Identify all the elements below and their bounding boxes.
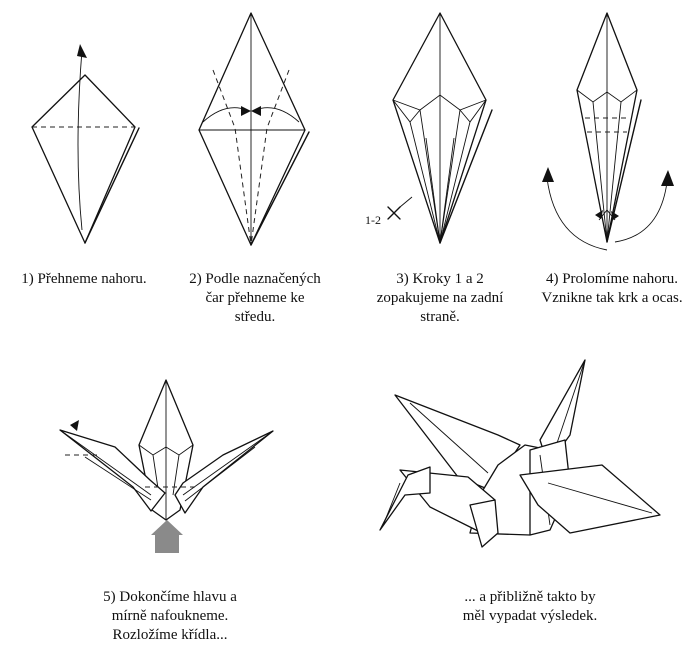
caption-line: mírně nafoukneme.	[111, 608, 229, 624]
step-2-caption: 2) Podle naznačených čar přehneme ke stř…	[170, 270, 340, 327]
caption-line: Rozložíme křídla...	[112, 627, 228, 643]
step-1-fold-drawing	[31, 44, 140, 244]
caption-line: 5) Dokončíme hlavu a	[103, 589, 237, 605]
push-up-arrow-icon	[151, 520, 183, 553]
step-6-caption: ... a přibližně takto by měl vypadat výs…	[440, 588, 620, 626]
caption-line: měl vypadat výsledek.	[462, 608, 598, 624]
step-2-diagram	[195, 10, 315, 250]
step-4-diagram	[535, 10, 685, 251]
fold-marker-icon	[70, 420, 79, 431]
step-4-caption: 4) Prolomíme nahoru. Vznikne tak krk a o…	[528, 270, 696, 308]
repeat-x-icon	[387, 196, 413, 220]
final-crane-diagram	[370, 355, 670, 565]
step-5-diagram	[55, 375, 295, 575]
arrow-left-icon	[251, 106, 261, 116]
step-3-caption: 3) Kroky 1 a 2 zopakujeme na zadní stran…	[360, 270, 520, 327]
step-2-fold-drawing	[198, 12, 310, 246]
caption-line: Vznikne tak krk a ocas.	[541, 290, 683, 306]
crane-drawing	[379, 359, 661, 548]
caption-line: straně.	[420, 309, 460, 325]
caption-line: středu.	[234, 309, 276, 325]
repeat-label: 1-2	[365, 213, 381, 227]
caption-line: 4) Prolomíme nahoru.	[545, 271, 679, 287]
arrow-up-right-icon	[661, 170, 674, 186]
caption-line: 1) Přehneme nahoru.	[21, 271, 147, 287]
step-5-fold-drawing	[59, 379, 274, 553]
caption-line: zopakujeme na zadní	[376, 290, 504, 306]
arrow-right-icon	[241, 106, 251, 116]
caption-line: ... a přibližně takto by	[464, 589, 596, 605]
step-3-repeat-marker: 1-2	[360, 195, 420, 235]
step-1-diagram	[25, 40, 145, 250]
caption-line: 3) Kroky 1 a 2	[396, 271, 484, 287]
step-3-fold-drawing	[392, 12, 493, 244]
step-1-caption: 1) Přehneme nahoru.	[4, 270, 164, 289]
step-5-caption: 5) Dokončíme hlavu a mírně nafoukneme. R…	[85, 588, 255, 645]
arrow-up-left-icon	[542, 167, 554, 182]
arrow-up-icon	[77, 44, 87, 58]
step-4-fold-drawing	[542, 12, 674, 251]
caption-line: čar přehneme ke	[205, 290, 305, 306]
caption-line: 2) Podle naznačených	[189, 271, 321, 287]
step-3-diagram	[380, 10, 500, 250]
